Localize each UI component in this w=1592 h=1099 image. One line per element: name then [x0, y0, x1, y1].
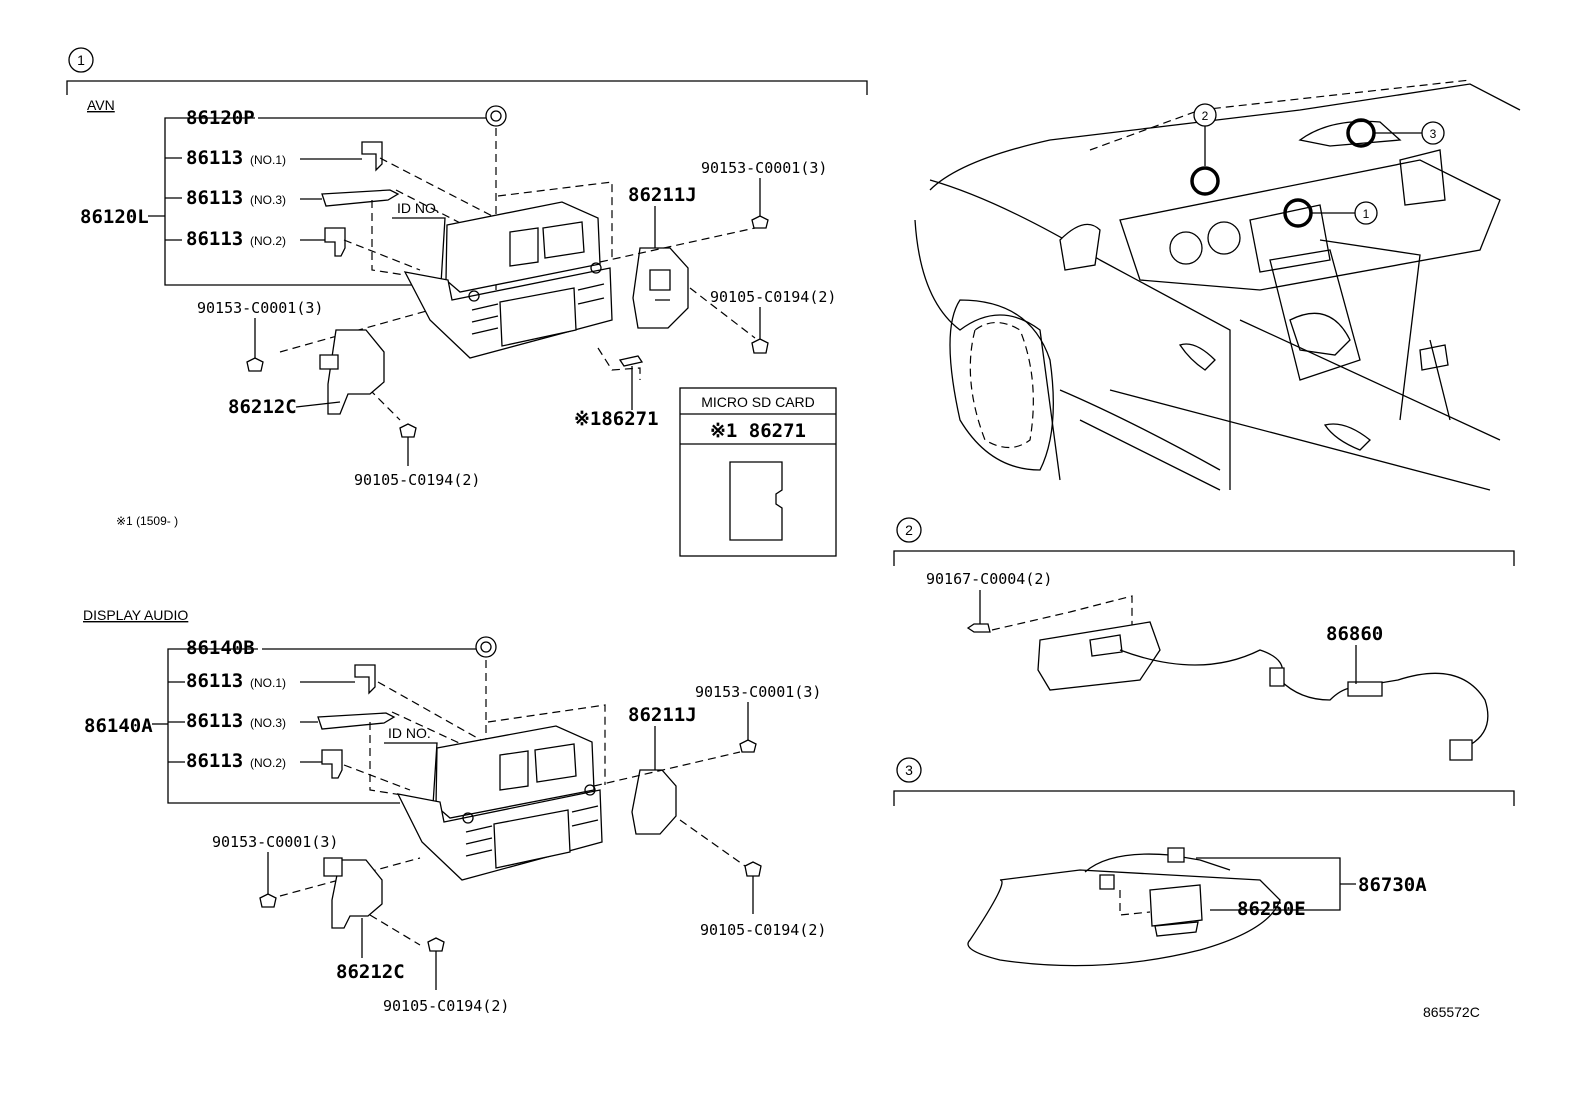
- avn-sd-part-label: ※186271: [574, 408, 659, 430]
- section-3-marker: 3: [896, 757, 922, 783]
- sd-box-part: ※1 86271: [710, 420, 806, 442]
- da-left-bracket-icon: [331, 859, 383, 929]
- avn-note: ※1 (1509- ): [116, 514, 178, 528]
- s2-screw-icon: [966, 623, 991, 633]
- avn-screw-left-icon: [246, 357, 264, 372]
- avn-head-unit: [403, 201, 613, 359]
- da-id-no-label: ID NO.: [388, 725, 431, 741]
- s2-camera-module: [1037, 621, 1489, 761]
- da-screw-right-icon: [739, 739, 757, 753]
- section-2-marker: 2: [896, 517, 922, 543]
- da-screw-left-icon: [259, 893, 277, 908]
- callout-ring-3: [1346, 118, 1376, 148]
- callout-1-marker: [1354, 201, 1378, 225]
- s3-assembly-label: 86730A: [1358, 874, 1427, 896]
- avn-title: AVN: [87, 97, 115, 113]
- section-3-number: 3: [905, 762, 913, 778]
- section-3-bracket: [893, 790, 1515, 806]
- micro-sd-card-icon: [729, 461, 783, 541]
- da-bolt-right-label: 90105-C0194(2): [700, 921, 826, 939]
- clip-no1-icon: [361, 141, 383, 172]
- da-label-86211J: 86211J: [628, 704, 697, 726]
- section-1-marker: 1: [68, 47, 94, 73]
- avn-label-86212C: 86212C: [228, 396, 297, 418]
- da-label-86113-1: 86113: [186, 670, 243, 692]
- display-audio-title: DISPLAY AUDIO: [83, 607, 188, 623]
- da-screw-right-label: 90153-C0001(3): [695, 683, 821, 701]
- da-label-86212C: 86212C: [336, 961, 405, 983]
- avn-bolt-right-label: 90105-C0194(2): [710, 288, 836, 306]
- micro-sd-card-box: MICRO SD CARD ※1 86271: [679, 387, 837, 557]
- avn-sd-card-icon: [618, 355, 644, 367]
- da-bolt-bottom-icon: [427, 937, 445, 952]
- avn-label-86113-1-suffix: (NO.1): [250, 153, 286, 167]
- avn-bolt-bottom-icon: [399, 423, 417, 438]
- avn-left-bracket-icon: [327, 329, 385, 415]
- avn-label-86211J: 86211J: [628, 184, 697, 206]
- callout-ring-1: [1283, 198, 1313, 228]
- section-2-number: 2: [905, 522, 913, 538]
- callout-ring-2: [1190, 166, 1220, 196]
- section-1-bracket: [66, 80, 868, 95]
- clip-no2-icon: [324, 227, 346, 257]
- avn-assembly-brace: [164, 117, 430, 286]
- avn-right-bracket-icon: [632, 247, 689, 329]
- section-2-bracket: [893, 550, 1515, 566]
- da-assembly-brace: [167, 648, 400, 804]
- da-right-bracket-icon: [631, 769, 677, 835]
- vehicle-interior-overview: [914, 79, 1521, 491]
- avn-label-86120P: 86120P: [186, 107, 255, 129]
- avn-label-86113-3-suffix: (NO.3): [250, 193, 286, 207]
- da-bolt-right-icon: [744, 861, 762, 877]
- sd-box-title: MICRO SD CARD: [701, 394, 815, 410]
- da-head-unit: [396, 725, 603, 881]
- avn-screw-right-label: 90153-C0001(3): [701, 159, 827, 177]
- da-label-86113-3-suffix: (NO.3): [250, 716, 286, 730]
- da-label-86113-1-suffix: (NO.1): [250, 676, 286, 690]
- da-screw-left-label: 90153-C0001(3): [212, 833, 338, 851]
- da-bolt-bottom-label: 90105-C0194(2): [383, 997, 509, 1015]
- da-label-86113-2-suffix: (NO.2): [250, 756, 286, 770]
- da-clip-no3-icon: [317, 712, 396, 730]
- da-label-86140B: 86140B: [186, 637, 255, 659]
- callout-1-number: 1: [1363, 207, 1370, 221]
- da-clip-no2-icon: [321, 749, 343, 779]
- clip-no3-icon: [321, 189, 400, 207]
- avn-id-no-label: ID NO.: [397, 200, 440, 216]
- callout-3-number: 3: [1430, 127, 1437, 141]
- da-label-86113-2: 86113: [186, 750, 243, 772]
- callout-2-marker: [1193, 103, 1217, 127]
- avn-bolt-bottom-label: 90105-C0194(2): [354, 471, 480, 489]
- callout-3-marker: [1421, 121, 1445, 145]
- section-1-number: 1: [77, 52, 85, 68]
- figure-id: 865572C: [1423, 1004, 1480, 1020]
- callout-2-number: 2: [1202, 109, 1209, 123]
- s3-part-label: 86250E: [1237, 898, 1306, 920]
- avn-knob-icon: [485, 105, 507, 127]
- avn-screw-right-icon: [751, 215, 769, 229]
- avn-bolt-right-icon: [751, 338, 769, 354]
- s3-overhead-console: [967, 847, 1281, 967]
- avn-assembly-label: 86120L: [80, 206, 149, 228]
- da-label-86113-3: 86113: [186, 710, 243, 732]
- da-knob-icon: [475, 636, 497, 658]
- s2-part-label: 86860: [1326, 623, 1383, 645]
- avn-label-86113-1: 86113: [186, 147, 243, 169]
- avn-label-86113-2: 86113: [186, 228, 243, 250]
- s2-screw-label: 90167-C0004(2): [926, 570, 1052, 588]
- avn-label-86113-2-suffix: (NO.2): [250, 234, 286, 248]
- avn-label-86113-3: 86113: [186, 187, 243, 209]
- da-assembly-label: 86140A: [84, 715, 153, 737]
- da-clip-no1-icon: [354, 664, 376, 695]
- avn-screw-left-label: 90153-C0001(3): [197, 299, 323, 317]
